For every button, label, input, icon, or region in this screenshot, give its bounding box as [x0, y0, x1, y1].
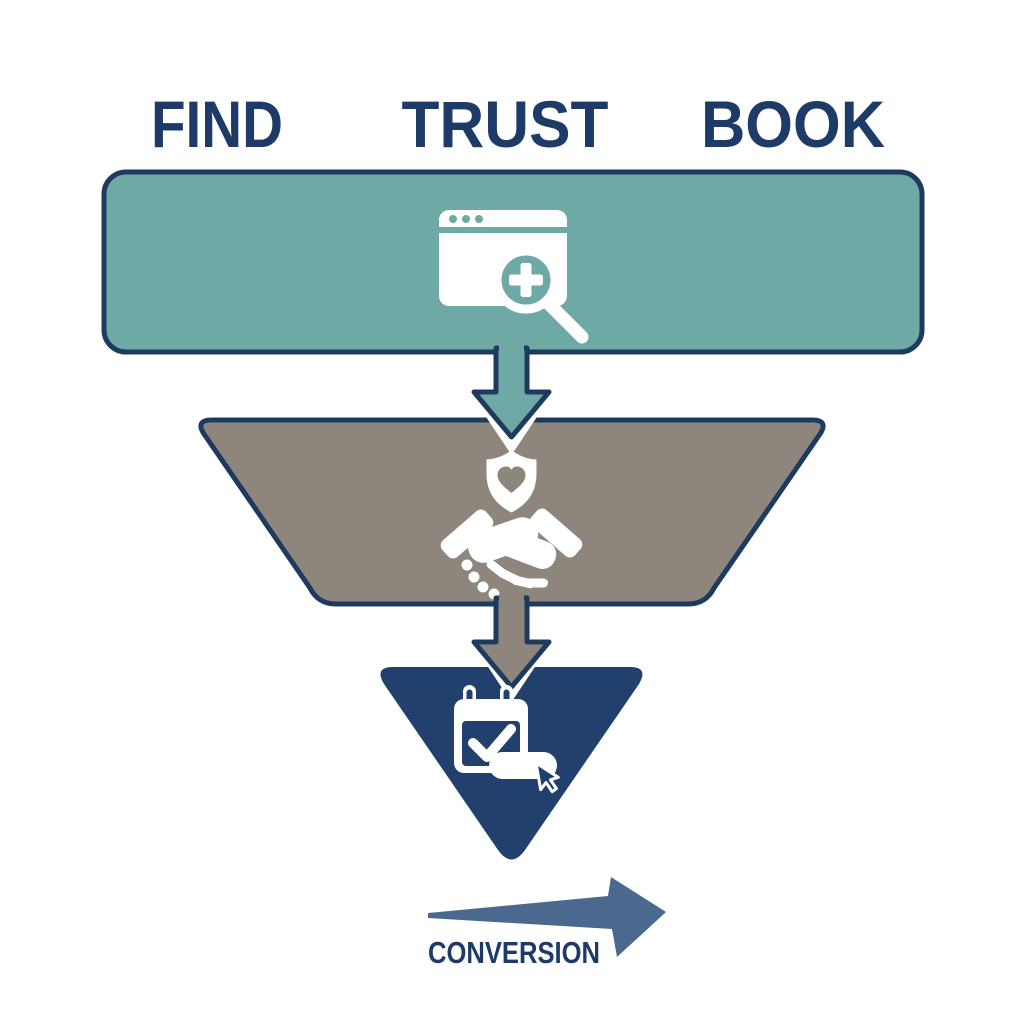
medical-cross-v: [520, 263, 532, 297]
browser-medical-search-icon: [439, 210, 589, 344]
handshake-knuckle: [477, 581, 489, 593]
browser-toolbar-divider: [439, 227, 567, 233]
heart-cutout: [497, 466, 526, 493]
handshake-left-sleeve: [440, 509, 494, 559]
browser-dot: [449, 215, 457, 223]
browser-dot: [462, 215, 470, 223]
stage-title-book: BOOK: [701, 87, 885, 161]
down-arrow-icon: [471, 595, 552, 690]
handshake-right-sleeve: [529, 508, 583, 558]
browser-dot: [475, 215, 483, 223]
conversion-label: CONVERSION: [428, 935, 600, 970]
border-gap-mask-1: [499, 342, 524, 356]
checkmark-icon: [468, 724, 516, 762]
handshake-knuckle: [461, 559, 473, 571]
stage-title-trust: TRUST: [402, 87, 609, 161]
cursor-icon: [534, 761, 560, 794]
stage-title-find: FIND: [151, 87, 283, 161]
magnifier-handle: [541, 296, 589, 344]
calendar-booking-click-icon: [454, 685, 560, 794]
down-arrow-icon: [471, 345, 552, 440]
border-gap-mask-2: [499, 594, 524, 608]
handshake-icon: [440, 508, 583, 600]
shield-heart-handshake-icon: [440, 450, 583, 600]
handshake-knuckle: [468, 571, 480, 583]
handshake-hand: [497, 528, 557, 570]
handshake-finger: [524, 578, 548, 588]
right-arrow-icon: [428, 877, 666, 957]
